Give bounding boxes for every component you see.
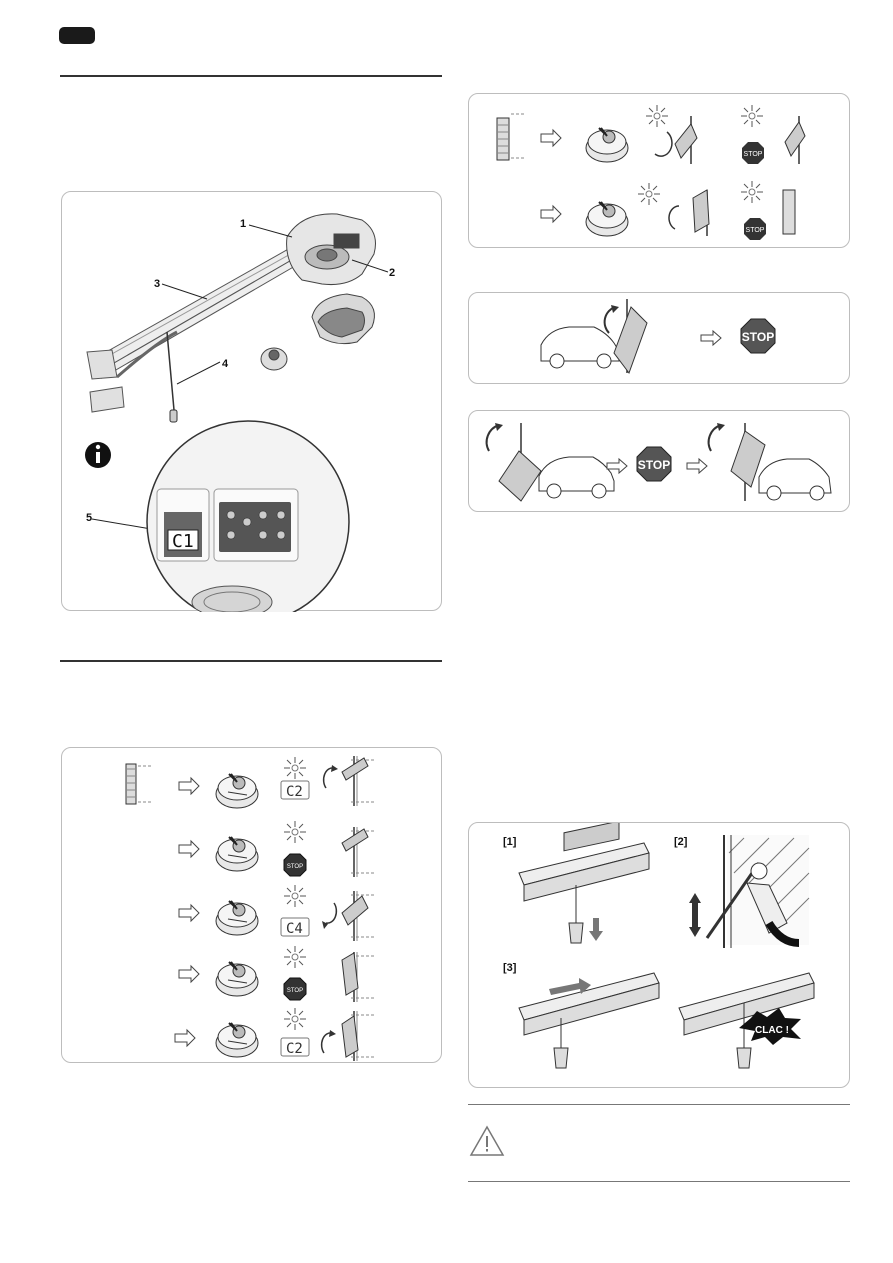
row5-display-code: C2 [286,1041,303,1057]
overview-panel: 1 2 3 4 5 [61,191,442,624]
callout-2: 2 [389,267,395,279]
control-panel-zoom [146,420,350,624]
release-step-2: [2] [674,836,688,848]
callout-5: 5 [86,512,92,524]
programming-panel: C2 STOP C4 STOP C2 [61,747,442,1063]
remote-control [260,347,288,371]
op-stop-2: STOP [746,227,765,234]
callout-lines [91,224,389,531]
closed-door-right [496,113,525,161]
language-badge [59,27,95,44]
motor-head [286,213,376,285]
obstacle-stop-2: STOP [638,458,670,472]
release-step-3: [3] [503,962,517,974]
overview-display-code: C1 [172,531,194,552]
callout-1: 1 [240,218,246,230]
car-illustration-2 [538,456,615,499]
programming-sequence: C2 STOP C4 STOP C2 [125,755,377,1062]
operation-panel: STOP STOP [468,93,850,248]
obstacle-stop-1: STOP [742,330,774,344]
release-step-1: [1] [503,836,517,848]
obstacle-panel-1: STOP [468,292,850,384]
clac-label: CLAC ! [755,1025,789,1036]
car-illustration-1 [540,326,620,369]
manual-release-panel: [1] [2] [3] [468,820,850,1088]
warning-rule-top [468,1104,850,1105]
callout-3: 3 [154,278,160,290]
info-icon [85,442,111,468]
obstacle-panel-2: STOP [468,410,850,512]
row4-stop: STOP [287,988,303,994]
row3-display-code: C4 [286,921,303,937]
row1-display-code: C2 [286,784,303,800]
front-bracket [86,330,178,413]
warning-rule-bottom [468,1181,850,1182]
callout-4: 4 [222,358,229,370]
motor-overview-illustration: 1 2 3 4 5 [85,213,395,624]
section-rule-top [60,75,442,77]
release-cord [166,331,178,423]
closed-door [125,763,152,805]
row2-stop: STOP [287,864,303,870]
section-rule-middle [60,660,442,662]
op-stop-1: STOP [744,151,763,158]
warning-icon [469,1125,505,1156]
motor-cover [311,293,375,345]
